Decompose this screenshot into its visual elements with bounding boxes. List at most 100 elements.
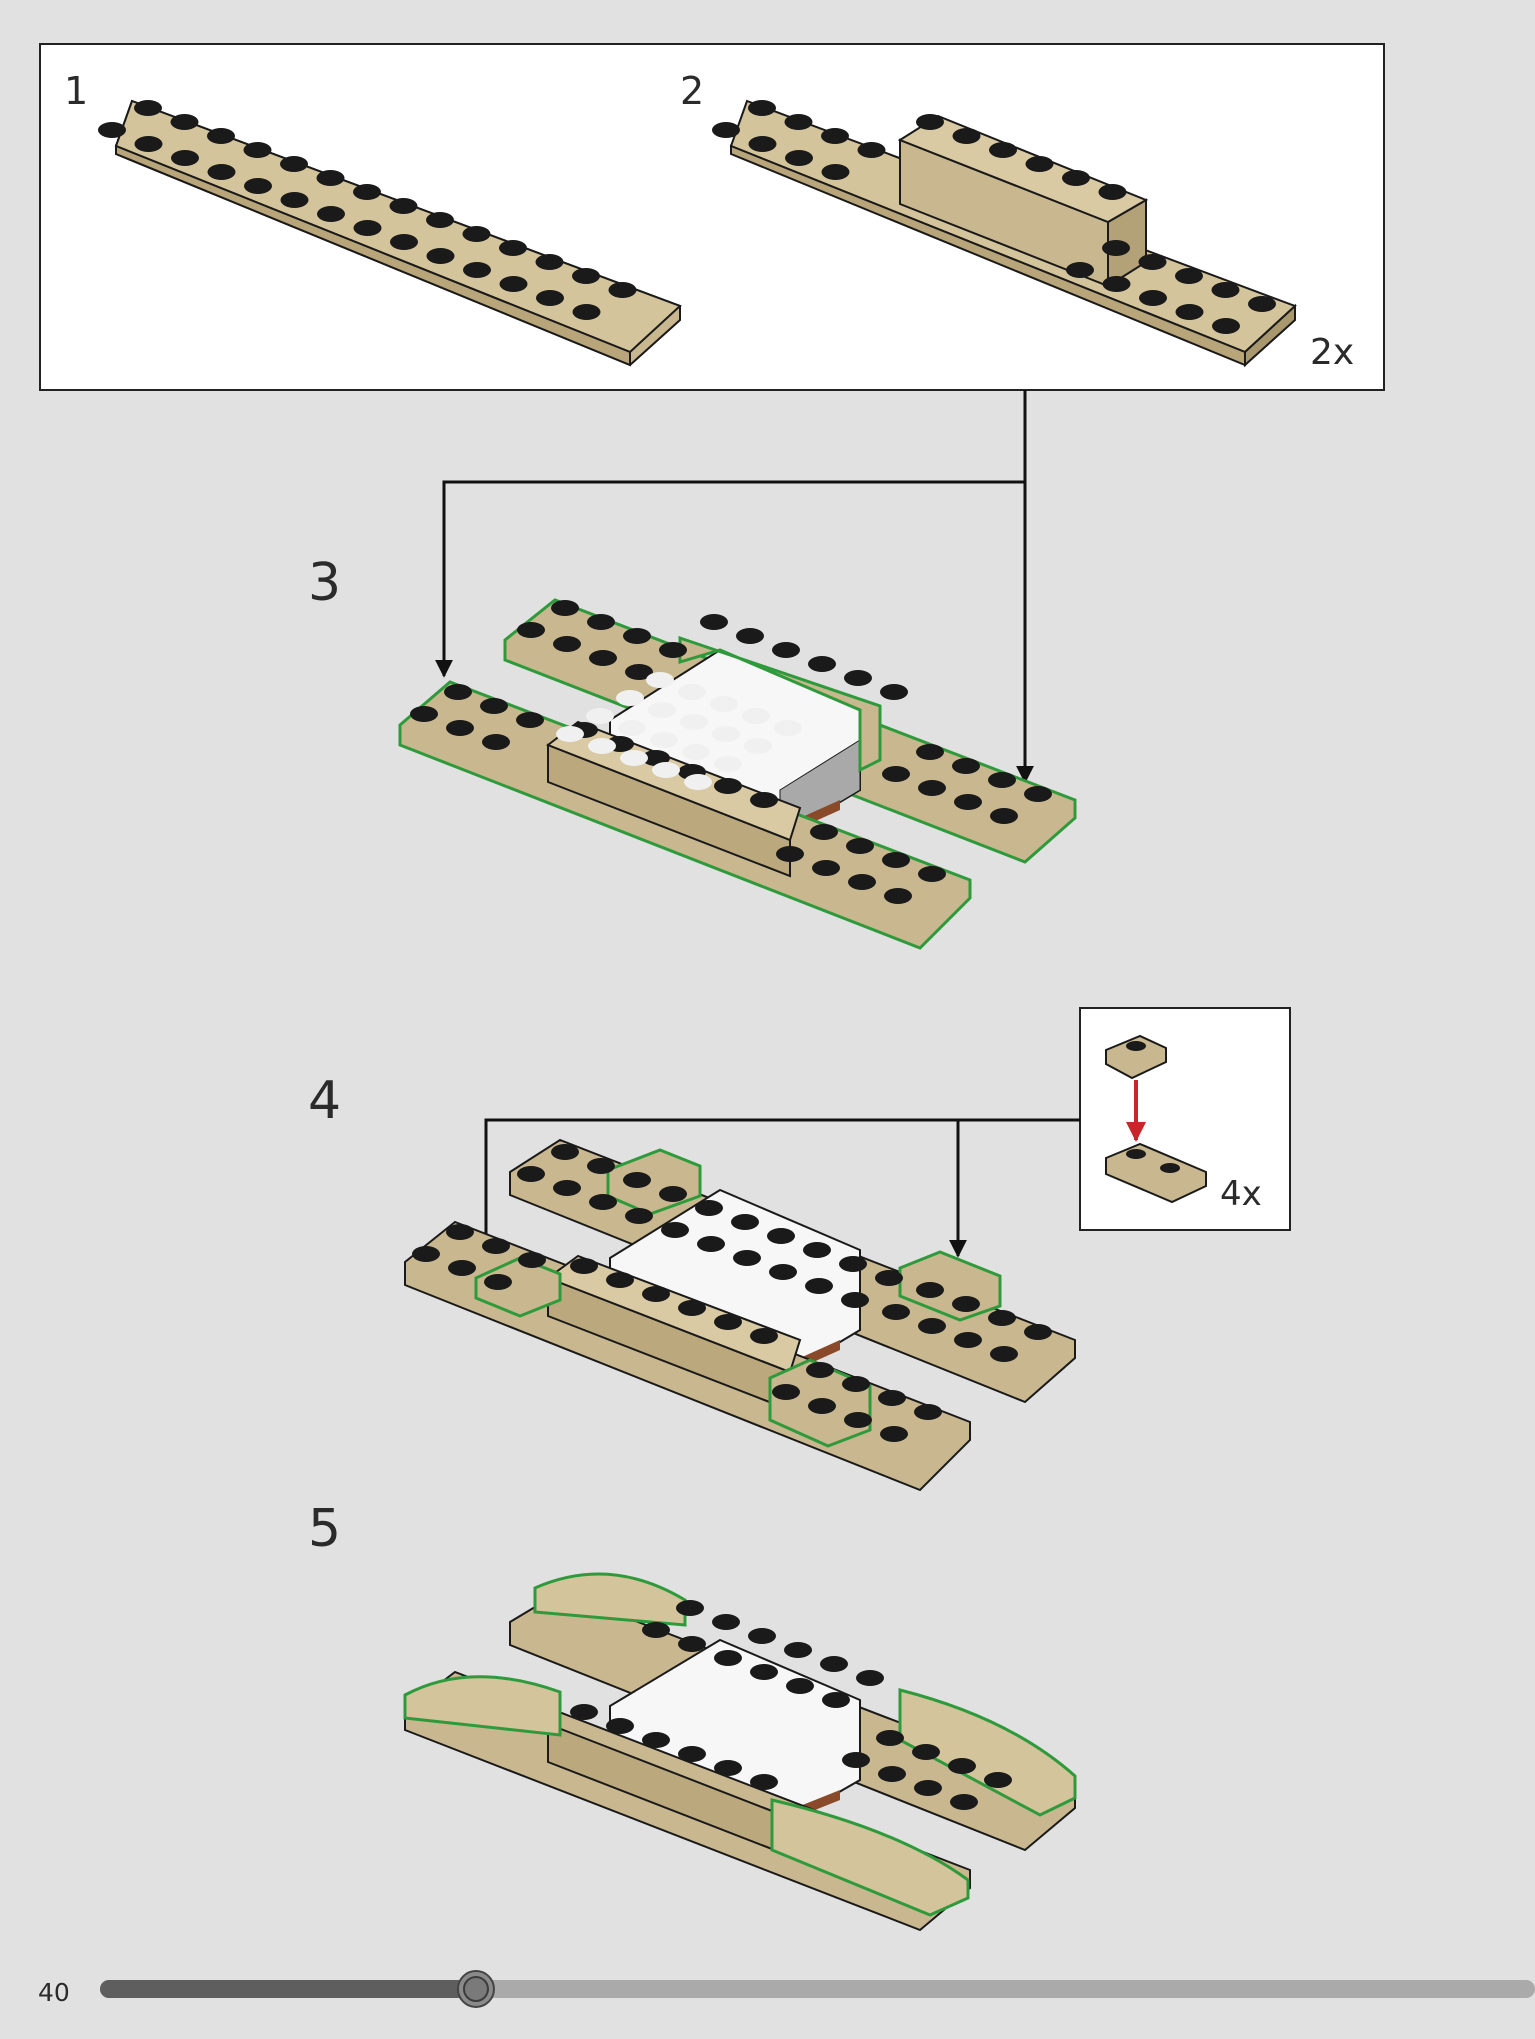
stud [784, 114, 813, 130]
step-number-2: 2 [680, 69, 704, 113]
stud [984, 1772, 1012, 1788]
page-number: 40 [38, 1978, 70, 2007]
step-number-4: 4 [308, 1071, 341, 1131]
stud [556, 726, 584, 742]
stud [243, 142, 272, 158]
step-4-arrows [477, 1118, 1080, 1272]
stud [952, 758, 980, 774]
stud [1138, 254, 1167, 270]
stud [207, 164, 236, 180]
stud [808, 656, 836, 672]
stud [880, 684, 908, 700]
stud [856, 1670, 884, 1686]
stud [1025, 156, 1054, 172]
step-3-arrows [435, 390, 1034, 784]
stud [446, 1224, 474, 1240]
stud [353, 220, 382, 236]
stud [678, 1746, 706, 1762]
stud [606, 1718, 634, 1734]
step-4-assembly [404, 1138, 1076, 1492]
stud [954, 1332, 982, 1348]
stud [676, 1600, 704, 1616]
stud [650, 732, 678, 748]
stud [803, 1242, 831, 1258]
stud [821, 128, 849, 144]
stud [776, 846, 804, 862]
stud [805, 1278, 833, 1294]
stud [389, 198, 418, 214]
step-2-multiplier: 2x [1310, 332, 1354, 373]
stud [1024, 786, 1052, 802]
stud [444, 684, 472, 700]
stud [659, 642, 687, 658]
step-1-studs [98, 100, 637, 320]
stud [750, 1664, 778, 1680]
stud [587, 1158, 615, 1174]
stud [988, 1310, 1016, 1326]
stud [844, 670, 872, 686]
stud [1098, 184, 1127, 200]
stud [684, 774, 712, 790]
stud [648, 702, 676, 718]
subassembly-box [39, 43, 1385, 391]
stud [482, 1238, 510, 1254]
stud [839, 1256, 867, 1272]
stud [588, 738, 616, 754]
stud [499, 276, 528, 292]
stud [516, 712, 544, 728]
stud [642, 750, 670, 766]
stud [750, 1774, 778, 1790]
stud [642, 1732, 670, 1748]
stud [678, 1300, 706, 1316]
stud [821, 164, 850, 180]
stud [988, 772, 1016, 788]
stud [772, 1384, 800, 1400]
stud [918, 866, 946, 882]
stud [353, 184, 381, 200]
stud [606, 1272, 634, 1288]
stud [714, 778, 742, 794]
stud [808, 1398, 836, 1414]
stud [742, 708, 770, 724]
page-progress-bar[interactable] [100, 1970, 1535, 2008]
stud [697, 1236, 725, 1252]
stud [1102, 240, 1130, 256]
stud [1175, 304, 1204, 320]
step-2-assembly [712, 99, 1297, 368]
step-4-callout-multiplier: 4x [1220, 1174, 1262, 1214]
stud [620, 750, 648, 766]
stud [448, 1260, 476, 1276]
stud [517, 1166, 545, 1182]
stud [806, 1362, 834, 1378]
stud [518, 1252, 546, 1268]
stud [589, 1194, 617, 1210]
stud [822, 1692, 850, 1708]
stud [912, 1744, 940, 1760]
step-number-5: 5 [308, 1499, 341, 1559]
stud [876, 1730, 904, 1746]
stud [390, 234, 418, 250]
stud [767, 1228, 795, 1244]
stud [954, 794, 982, 810]
stud [712, 726, 740, 742]
stud [820, 1656, 848, 1672]
step-5-studs [570, 1600, 1012, 1810]
stud [280, 156, 308, 172]
stud [623, 1172, 651, 1188]
step-4-studs [412, 1144, 1052, 1442]
stud [748, 1628, 776, 1644]
step-3-assembly [398, 598, 1077, 950]
stud [480, 698, 508, 714]
stud [551, 600, 579, 616]
stud [785, 150, 813, 166]
step-5-assembly [403, 1572, 1077, 1932]
stud [857, 142, 886, 158]
stud [714, 1314, 742, 1330]
stud [446, 720, 474, 736]
stud [878, 1390, 906, 1406]
stud [1066, 262, 1094, 278]
stud [482, 734, 510, 750]
stud [625, 1208, 653, 1224]
stud [990, 808, 1018, 824]
